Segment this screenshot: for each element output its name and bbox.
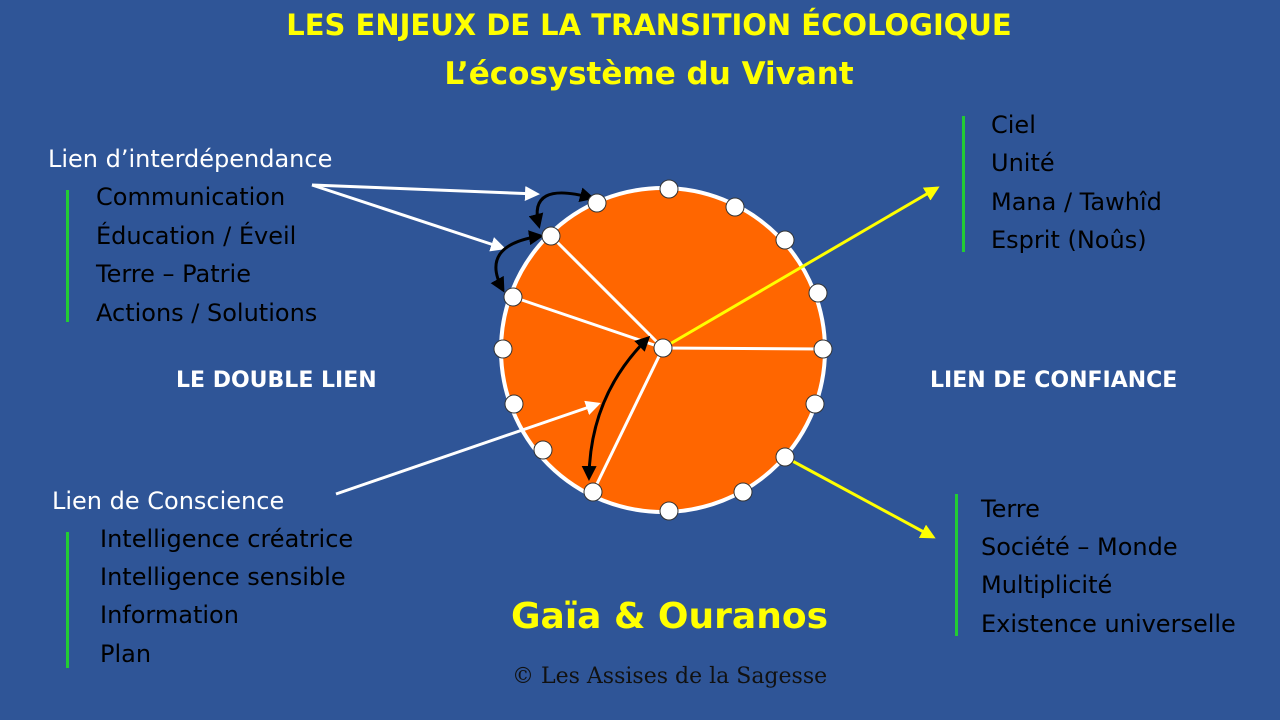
perimeter-node xyxy=(775,447,795,467)
ciel-bar xyxy=(962,116,965,252)
double-lien-label: LE DOUBLE LIEN xyxy=(176,368,377,393)
perimeter-node xyxy=(503,287,523,307)
center-node xyxy=(653,338,673,358)
perimeter-node xyxy=(583,482,603,502)
interdependance-arrow xyxy=(311,183,506,252)
perimeter-node xyxy=(775,230,795,250)
double-link-arrow xyxy=(528,187,595,229)
lien-confiance-label: LIEN DE CONFIANCE xyxy=(930,368,1178,393)
conscience-item: Intelligence sensible xyxy=(100,563,346,591)
ciel-item: Esprit (Noûs) xyxy=(991,226,1147,254)
interdependance-item: Terre – Patrie xyxy=(96,260,251,288)
interdependance-item: Communication xyxy=(96,183,286,211)
gaia-ouranos-label: Gaïa & Ouranos xyxy=(511,596,829,637)
double-link-arrow xyxy=(490,230,544,293)
interdependance-arrow xyxy=(311,183,540,202)
double-link-arrow xyxy=(581,335,651,481)
perimeter-node xyxy=(541,226,561,246)
copyright: © Les Assises de la Sagesse xyxy=(512,664,828,689)
radius-line xyxy=(549,234,665,350)
perimeter-node xyxy=(808,283,828,303)
terre-item: Terre xyxy=(981,495,1040,523)
interdependance-heading: Lien d’interdépendance xyxy=(48,145,333,173)
perimeter-node xyxy=(659,501,679,521)
conscience-bar xyxy=(66,532,69,668)
terre-arrow xyxy=(784,455,936,539)
ciel-item: Mana / Tawhîd xyxy=(991,188,1162,216)
perimeter-node xyxy=(659,179,679,199)
subtitle: L’écosystème du Vivant xyxy=(444,56,854,92)
perimeter-node xyxy=(813,339,833,359)
interdependance-item: Actions / Solutions xyxy=(96,299,318,327)
conscience-item: Plan xyxy=(100,640,152,668)
perimeter-node xyxy=(725,197,745,217)
perimeter-node xyxy=(493,339,513,359)
perimeter-node xyxy=(587,193,607,213)
conscience-arrow xyxy=(335,400,601,496)
terre-item: Société – Monde xyxy=(981,533,1178,561)
ciel-arrow xyxy=(662,186,940,350)
interdependance-bar xyxy=(66,190,69,322)
title: LES ENJEUX DE LA TRANSITION ÉCOLOGIQUE xyxy=(286,8,1012,42)
terre-item: Multiplicité xyxy=(981,571,1113,599)
conscience-heading: Lien de Conscience xyxy=(52,487,285,515)
ciel-item: Unité xyxy=(991,149,1055,177)
conscience-item: Information xyxy=(100,601,239,629)
perimeter-node xyxy=(533,440,553,460)
radius-line xyxy=(662,346,823,351)
ciel-item: Ciel xyxy=(991,111,1036,139)
conscience-item: Intelligence créatrice xyxy=(100,525,354,553)
perimeter-node xyxy=(805,394,825,414)
perimeter-node xyxy=(733,482,753,502)
terre-bar xyxy=(955,494,958,636)
interdependance-item: Éducation / Éveil xyxy=(96,222,297,250)
perimeter-node xyxy=(504,394,524,414)
perimeter-nodes xyxy=(493,179,833,521)
terre-item: Existence universelle xyxy=(981,610,1236,638)
